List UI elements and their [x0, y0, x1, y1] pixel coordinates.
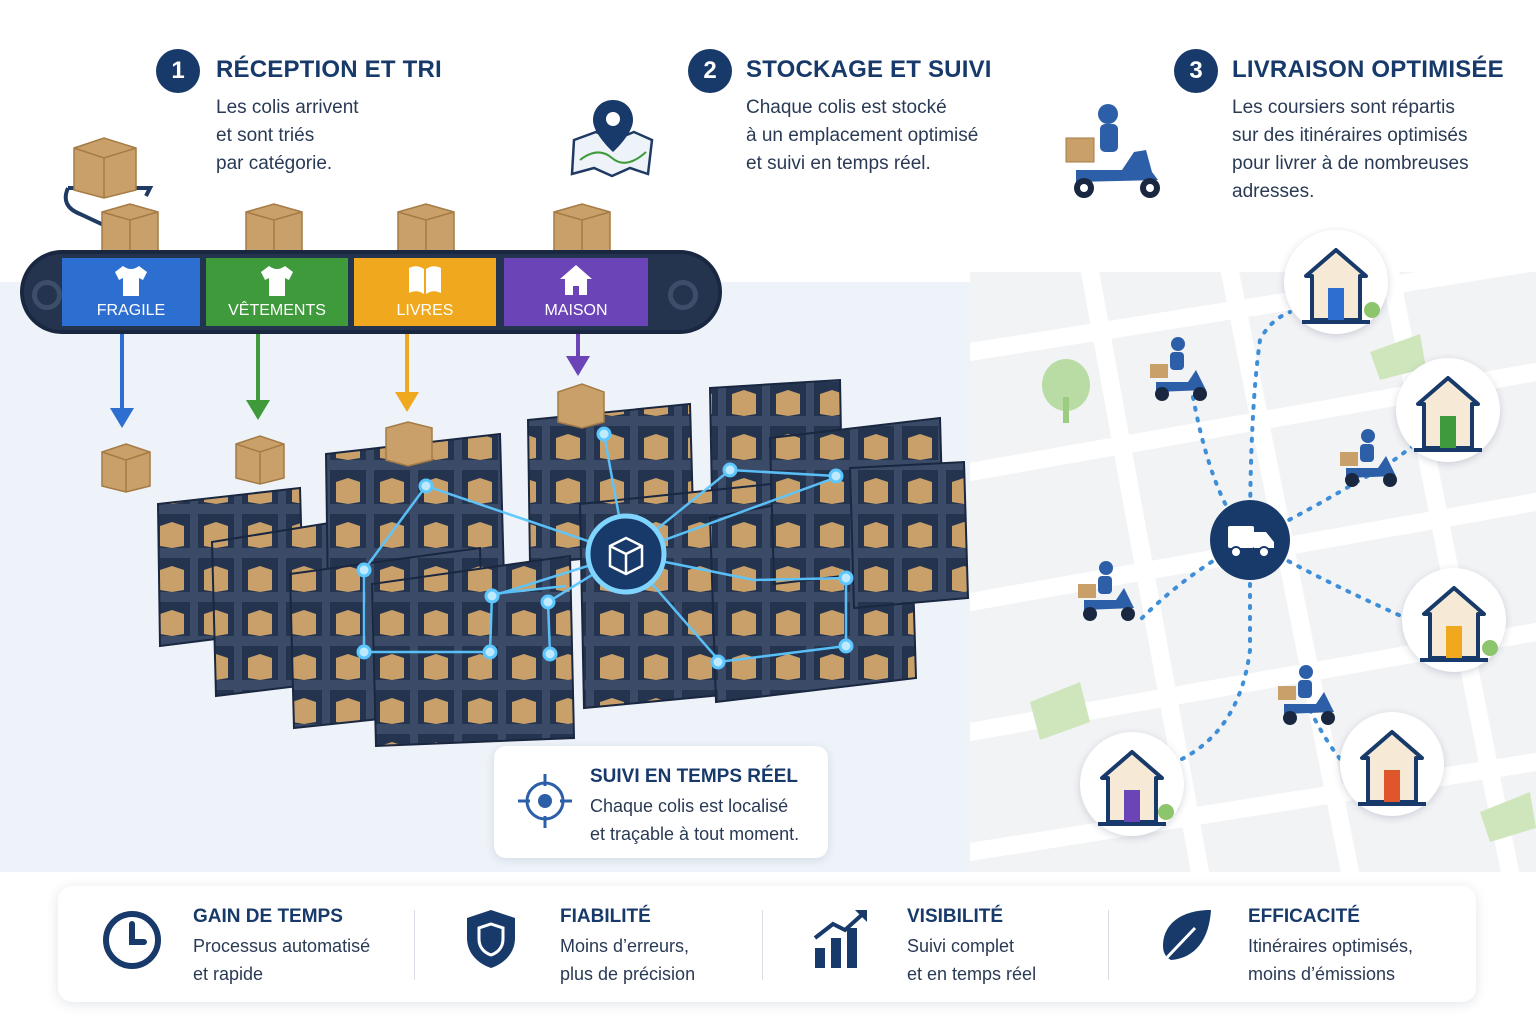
- scooter-courier-icon: [1150, 337, 1207, 401]
- tracking-card: SUIVI EN TEMPS RÉEL Chaque colis est loc…: [494, 746, 828, 858]
- shirt-icon: [261, 266, 293, 296]
- leaf-icon: [1155, 910, 1211, 970]
- benefit-description: Itinéraires optimisés,moins d’émissions: [1248, 936, 1414, 984]
- benefit-efficiency: EFFICACITÉ Itinéraires optimisés,moins d…: [1109, 886, 1476, 1002]
- tracking-card-title: SUIVI EN TEMPS RÉEL: [590, 766, 798, 787]
- step-1-badge: 1: [156, 49, 200, 93]
- category-label: MAISON: [544, 302, 608, 319]
- house-destination-red: [1340, 712, 1444, 816]
- roller-icon: [32, 280, 62, 310]
- scooter-courier-icon: [1278, 665, 1335, 725]
- clock-icon: [103, 911, 161, 969]
- divider: [762, 910, 763, 980]
- incoming-packages: [63, 137, 611, 261]
- delivery-network: [1078, 310, 1432, 772]
- category-maison[interactable]: MAISON: [504, 258, 648, 326]
- step-1-title: RÉCEPTION ET TRI: [216, 56, 442, 83]
- sorting-arrows: [101, 334, 590, 493]
- house-icon: [560, 265, 592, 295]
- category-fragile[interactable]: FRAGILE: [62, 258, 200, 326]
- shirt-icon: [115, 266, 147, 296]
- benefit-title: GAIN DE TEMPS: [193, 906, 343, 927]
- benefit-reliability: FIABILITÉ Moins d’erreurs,plus de précis…: [415, 886, 761, 1002]
- package: [73, 137, 137, 199]
- courier-scooter-icon: [1065, 104, 1160, 198]
- house-icon: [1420, 586, 1498, 662]
- divider: [1108, 910, 1109, 980]
- category-livres[interactable]: LIVRES: [354, 258, 496, 326]
- roller-icon: [668, 280, 698, 310]
- house-destination-blue: [1284, 230, 1388, 334]
- scooter-courier-icon: [1078, 561, 1135, 621]
- step-3-title: LIVRAISON OPTIMISÉE: [1232, 56, 1504, 83]
- step-2-badge: 2: [688, 49, 732, 93]
- divider: [414, 910, 415, 980]
- step-3-badge: 3: [1174, 49, 1218, 93]
- benefit-title: VISIBILITÉ: [907, 906, 1004, 927]
- category-vetements[interactable]: VÊTEMENTS: [206, 258, 348, 326]
- chart-icon: [813, 910, 867, 968]
- step-2-title: STOCKAGE ET SUIVI: [746, 56, 992, 83]
- category-label: VÊTEMENTS: [228, 302, 326, 319]
- map-pin-icon: [570, 100, 654, 178]
- house-destination-yellow: [1402, 568, 1506, 672]
- scooter-courier-icon: [1340, 429, 1397, 487]
- house-icon: [1098, 750, 1174, 826]
- house-icon: [1302, 248, 1380, 324]
- benefit-description: Moins d’erreurs,plus de précision: [560, 936, 696, 984]
- warehouse-racks: [156, 378, 970, 748]
- house-destination-green: [1396, 358, 1500, 462]
- benefit-title: FIABILITÉ: [560, 906, 651, 927]
- house-icon: [1414, 376, 1482, 452]
- shield-icon: [467, 910, 515, 968]
- book-icon: [409, 266, 441, 294]
- category-label: LIVRES: [396, 302, 454, 319]
- benefit-title: EFFICACITÉ: [1248, 906, 1360, 927]
- house-icon: [1358, 730, 1426, 806]
- house-destination-purple: [1080, 732, 1184, 836]
- target-icon: [518, 774, 572, 828]
- category-label: FRAGILE: [96, 302, 166, 319]
